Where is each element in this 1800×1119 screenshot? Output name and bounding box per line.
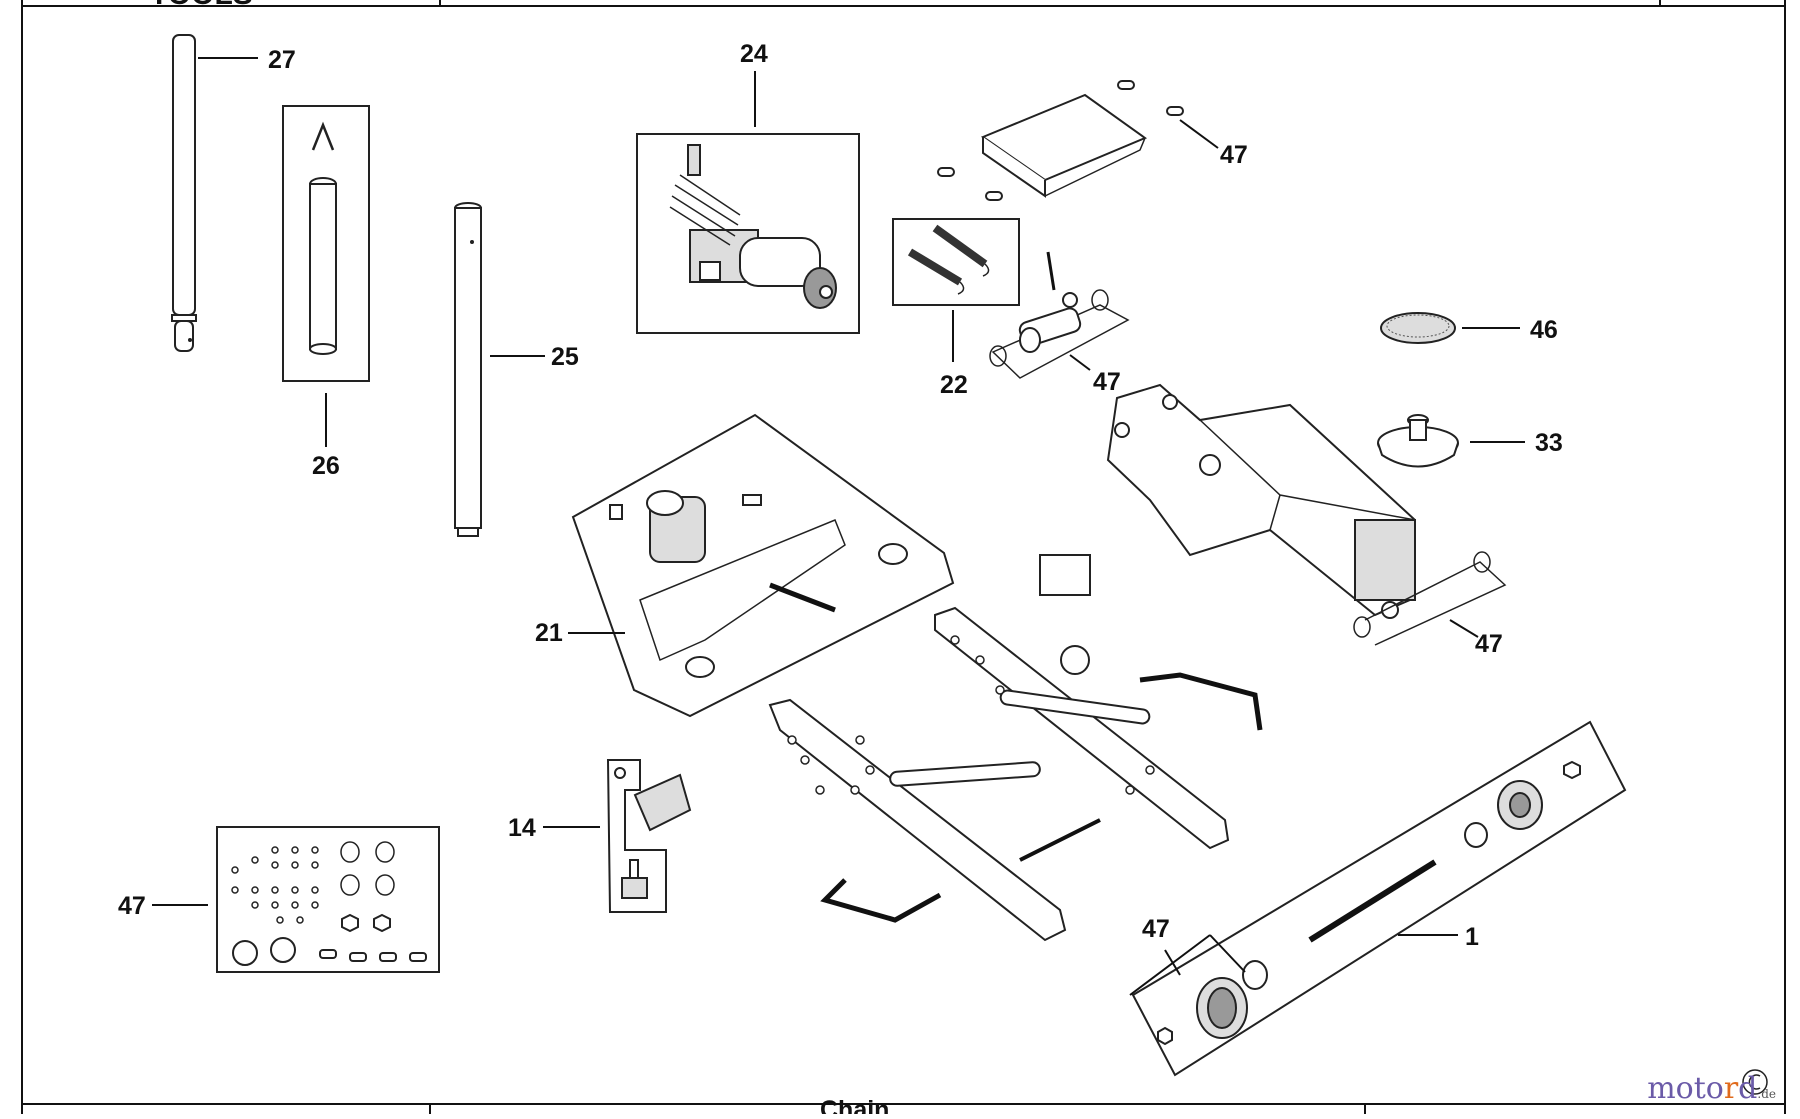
footer-fragment: Chain <box>820 1096 889 1114</box>
callout-24: 24 <box>740 40 768 68</box>
watermark-text-c: d <box>1738 1071 1758 1106</box>
watermark-text-a: moto <box>1647 1071 1724 1106</box>
part-lifting-arm: 47 <box>1106 383 1507 658</box>
part-25-long-tube: 25 <box>454 202 579 537</box>
part-22-spring-kit: 22 <box>892 218 1020 399</box>
part-21-bracket-kit: 21 <box>535 413 955 718</box>
callout-27: 27 <box>268 46 296 74</box>
copyright-mark <box>1742 1069 1768 1095</box>
part-27-handle-tube: 27 <box>171 34 296 352</box>
callout-47-kit: 47 <box>118 892 146 920</box>
watermark-text-b: r <box>1723 1071 1739 1106</box>
callout-47-wheel: 47 <box>1142 915 1170 943</box>
header-fragment: TOOLS <box>150 0 253 11</box>
part-33-saddle: 33 <box>1377 414 1563 468</box>
part-26-tube-kit: 26 <box>282 105 370 480</box>
part-side-frames <box>768 554 1263 942</box>
part-46-saddle-pad: 46 <box>1380 312 1558 344</box>
part-14-caster-kit: 14 <box>508 759 692 913</box>
part-47-hardware-kit: 47 <box>118 826 440 973</box>
part-47-top-plate: 47 <box>937 80 1248 201</box>
callout-47-pin: 47 <box>1093 368 1121 396</box>
part-47-pin-assembly: 47 <box>989 251 1130 396</box>
part-1-front-axle: 47 1 <box>1129 720 1627 1077</box>
callout-26: 26 <box>312 452 340 480</box>
watermark-logo: motord.de <box>1647 1071 1776 1106</box>
callout-21: 21 <box>535 619 563 647</box>
callout-46: 46 <box>1530 316 1558 344</box>
callout-14: 14 <box>508 814 536 842</box>
page-frame <box>21 0 1786 1114</box>
part-24-pump-assembly: 24 <box>636 40 860 334</box>
callout-1: 1 <box>1465 923 1479 951</box>
callout-47-arm: 47 <box>1475 630 1503 658</box>
watermark-domain: .de <box>1757 1087 1776 1101</box>
callout-47-top: 47 <box>1220 141 1248 169</box>
callout-33: 33 <box>1535 429 1563 457</box>
callout-25: 25 <box>551 343 579 371</box>
callout-22: 22 <box>940 371 968 399</box>
